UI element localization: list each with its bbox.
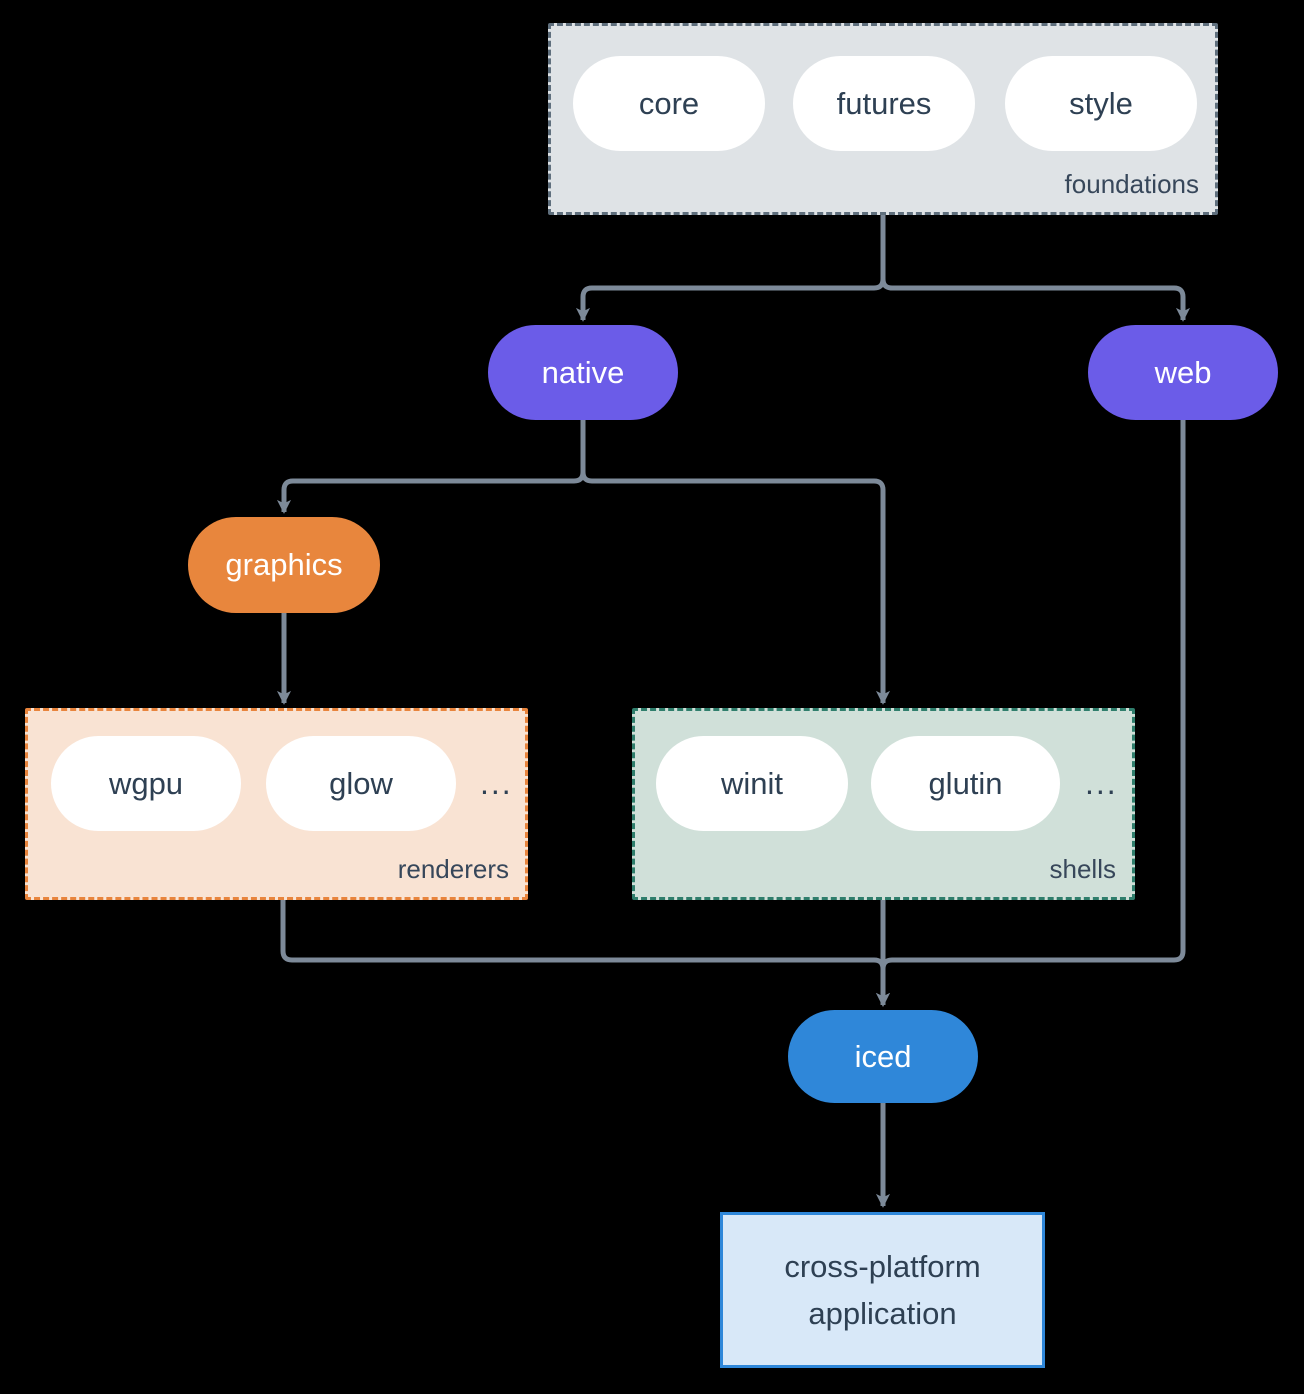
node-iced: iced — [788, 1010, 978, 1103]
renderers-ellipsis: ... — [480, 765, 513, 801]
group-label-foundations: foundations — [1064, 169, 1199, 199]
arrow-foundations-to-web — [880, 215, 1191, 322]
shells-ellipsis: ... — [1085, 765, 1118, 801]
arrow-native-to-shells — [580, 420, 891, 705]
group-shells: winit glutin ... shells — [632, 708, 1135, 900]
group-label-renderers: renderers — [397, 854, 509, 884]
node-core: core — [573, 56, 765, 151]
node-winit: winit — [656, 736, 848, 831]
arrow-native-to-graphics — [276, 420, 586, 514]
app-label-line2: application — [808, 1296, 957, 1331]
arrow-foundations-to-native — [575, 215, 886, 322]
group-label-shells: shells — [1049, 854, 1116, 884]
node-graphics: graphics — [188, 517, 380, 613]
node-glow: glow — [266, 736, 456, 831]
arrow-renderers-to-iced — [280, 900, 891, 1007]
node-native: native — [488, 325, 678, 420]
group-foundations: core futures style foundations — [548, 23, 1218, 215]
node-glutin: glutin — [871, 736, 1060, 831]
node-web: web — [1088, 325, 1278, 420]
node-cross-platform-application: cross-platform application — [720, 1212, 1045, 1368]
node-wgpu: wgpu — [51, 736, 241, 831]
app-label-line1: cross-platform — [784, 1249, 981, 1284]
node-futures: futures — [793, 56, 975, 151]
group-renderers: wgpu glow ... renderers — [25, 708, 528, 900]
node-style: style — [1005, 56, 1197, 151]
